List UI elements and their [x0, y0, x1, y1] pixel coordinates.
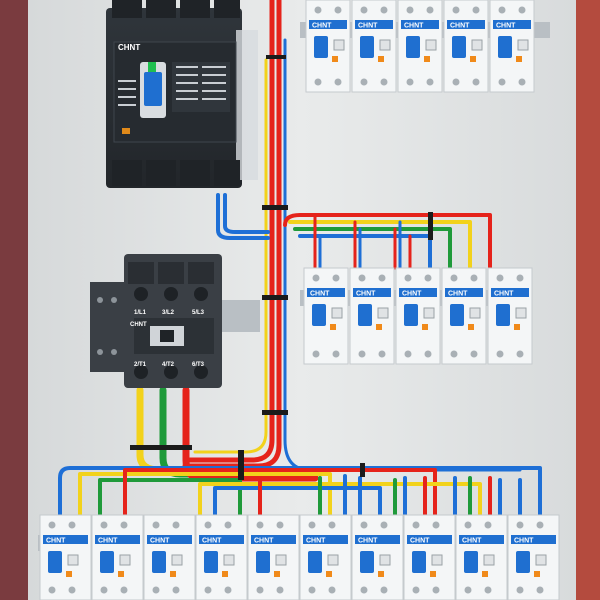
top-row-breaker: CHNT [305, 0, 351, 93]
breaker-brand-label: CHNT [496, 23, 516, 30]
breaker-brand-label: CHNT [410, 538, 430, 545]
top-row-breaker: CHNT [489, 0, 535, 93]
contactor-terminal-t3: 6/T3 [192, 362, 205, 368]
breaker-brand-label: CHNT [306, 538, 326, 545]
contactor-terminal-t2: 4/T2 [162, 362, 175, 368]
breaker-brand-label: CHNT [356, 291, 376, 298]
bottom-row-breaker: CHNT [143, 514, 196, 600]
breaker-brand-label: CHNT [450, 23, 470, 30]
bottom-row-breaker: CHNT [351, 514, 404, 600]
breaker-brand-label: CHNT [46, 538, 66, 545]
breaker-brand-label: CHNT [402, 291, 422, 298]
middle-row-breaker: CHNT [303, 267, 349, 365]
bottom-row-breaker: CHNT [247, 514, 300, 600]
din-rail-contactor [215, 300, 260, 332]
top-row-breaker: CHNT [351, 0, 397, 93]
top-row-breaker: CHNT [443, 0, 489, 93]
breaker-brand-label: CHNT [462, 538, 482, 545]
background-right-red [575, 0, 600, 600]
bottom-row-breaker: CHNT [299, 514, 352, 600]
breaker-brand-label: CHNT [150, 538, 170, 545]
breaker-brand-label: CHNT [254, 538, 274, 545]
breaker-brand-label: CHNT [310, 291, 330, 298]
contactor-terminal-l1: 1/L1 [134, 310, 147, 316]
middle-row-breaker: CHNT [487, 267, 533, 365]
wiring [58, 0, 542, 517]
top-row-breaker: CHNT [397, 0, 443, 93]
middle-row-breaker: CHNT [395, 267, 441, 365]
bottom-row-breaker: CHNT [507, 514, 560, 600]
breaker-brand-label: CHNT [514, 538, 534, 545]
middle-row-breaker: CHNT [441, 267, 487, 365]
main-circuit-breaker: CHNT [106, 0, 258, 188]
breaker-brand-label: CHNT [404, 23, 424, 30]
bottom-row-breaker: CHNT [455, 514, 508, 600]
contactor-terminal-t1: 2/T1 [134, 362, 147, 368]
breaker-brand-label: CHNT [202, 538, 222, 545]
breaker-rows: CHNT CHNT CHNT CHNT CHNT CHNT CHNT CHNT CHNT CHNT… [39, 0, 560, 600]
contactor-terminal-l3: 5/L3 [192, 310, 205, 316]
contactor-terminal-l2: 3/L2 [162, 310, 175, 316]
timer-socket [90, 282, 124, 372]
bottom-row-breaker: CHNT [39, 514, 92, 600]
bottom-row-breaker: CHNT [195, 514, 248, 600]
ac-contactor: 1/L1 3/L2 5/L3 2/T1 4/T2 6/T3 CHNT [90, 254, 222, 388]
breaker-brand-label: CHNT [358, 538, 378, 545]
breaker-brand-label: CHNT [494, 291, 514, 298]
bottom-row-breaker: CHNT [403, 514, 456, 600]
breaker-brand-label: CHNT [312, 23, 332, 30]
bottom-row-breaker: CHNT [91, 514, 144, 600]
middle-row-breaker: CHNT [349, 267, 395, 365]
breaker-brand-label: CHNT [448, 291, 468, 298]
mccb-toggle-handle [144, 72, 162, 106]
breaker-brand-label: CHNT [358, 23, 378, 30]
mccb-brand-label: CHNT [118, 43, 140, 52]
contactor-brand-label: CHNT [130, 322, 147, 328]
breaker-brand-label: CHNT [98, 538, 118, 545]
